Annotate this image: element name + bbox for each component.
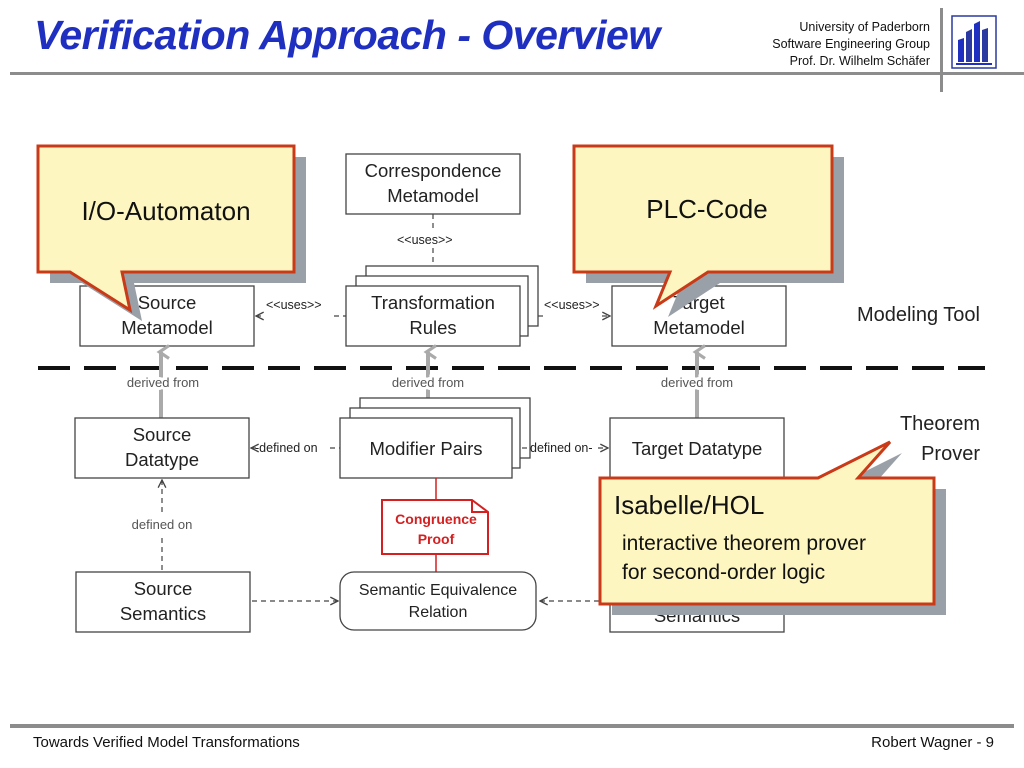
correspondence-metamodel-box: Correspondence Metamodel (345, 153, 521, 215)
semantic-equivalence-label-2: Relation (409, 604, 468, 621)
source-metamodel-label-2: Metamodel (121, 317, 213, 338)
uses-label-left: <<uses>> (266, 298, 322, 312)
header-horizontal-divider (10, 72, 1024, 75)
callout-plc-code: PLC-Code (572, 144, 844, 317)
modifier-pairs-label: Modifier Pairs (369, 438, 482, 459)
transformation-rules-label-1: Transformation (371, 292, 495, 313)
modeling-tool-label: Modeling Tool (857, 304, 980, 326)
semantic-equivalence-label-1: Semantic Equivalence (359, 582, 517, 599)
source-metamodel-label-1: Source (138, 292, 197, 313)
modifier-pairs-stack: Modifier Pairs (339, 397, 531, 479)
source-datatype-label-2: Datatype (125, 449, 199, 470)
congruence-proof-document: Congruence Proof (381, 499, 489, 555)
io-automaton-label: I/O-Automaton (81, 196, 250, 226)
defined-on-label-vertical: defined on (132, 517, 193, 532)
uses-label-correspondence: <<uses>> (397, 233, 453, 247)
source-semantics-box: Source Semantics (75, 571, 251, 633)
theorem-prover-label-1: Theorem (900, 413, 980, 435)
theorem-prover-label-2: Prover (921, 443, 980, 465)
callout-io-automaton: I/O-Automaton (36, 144, 306, 321)
plc-code-label: PLC-Code (646, 194, 767, 224)
target-datatype-label: Target Datatype (632, 438, 763, 459)
university-logo (951, 15, 997, 69)
defined-on-label-right: defined on- (530, 441, 593, 455)
congruence-proof-label-1: Congruence (395, 511, 477, 527)
target-metamodel-label-2: Metamodel (653, 317, 745, 338)
transformation-rules-stack: Transformation Rules (345, 265, 539, 347)
callout-isabelle: Isabelle/HOL interactive theorem prover … (598, 440, 946, 615)
correspondence-label-1: Correspondence (365, 160, 502, 181)
derived-from-label-modifier: derived from (392, 375, 464, 390)
derived-from-label-target: derived from (661, 375, 733, 390)
footer-divider (10, 724, 1014, 728)
affiliation: University of Paderborn Software Enginee… (772, 19, 930, 70)
header-vertical-divider (940, 8, 943, 92)
affiliation-professor: Prof. Dr. Wilhelm Schäfer (789, 54, 930, 68)
congruence-proof-label-2: Proof (418, 531, 455, 547)
affiliation-university: University of Paderborn (799, 20, 930, 34)
target-datatype-box: Target Datatype (609, 417, 785, 479)
source-semantics-label-2: Semantics (120, 603, 206, 624)
source-datatype-label-1: Source (133, 424, 192, 445)
derived-from-label-source: derived from (127, 375, 199, 390)
isabelle-line-1: interactive theorem prover (622, 532, 866, 555)
footer-title: Towards Verified Model Transformations (33, 734, 300, 751)
uses-label-right: <<uses>> (544, 298, 600, 312)
correspondence-label-2: Metamodel (387, 185, 479, 206)
isabelle-title: Isabelle/HOL (614, 490, 764, 520)
footer-author-page: Robert Wagner - 9 (871, 734, 994, 751)
isabelle-line-2: for second-order logic (622, 561, 825, 584)
transformation-rules-label-2: Rules (409, 317, 456, 338)
slide-title: Verification Approach - Overview (34, 12, 660, 58)
defined-on-label-left: -defined on (255, 441, 318, 455)
semantic-equivalence-box: Semantic Equivalence Relation (339, 571, 537, 631)
source-semantics-label-1: Source (134, 578, 193, 599)
source-datatype-box: Source Datatype (74, 417, 250, 479)
affiliation-group: Software Engineering Group (772, 37, 930, 51)
